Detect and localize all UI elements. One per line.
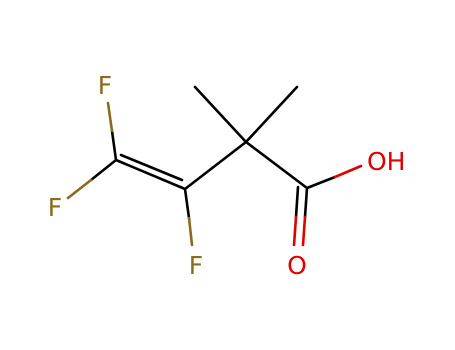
bond-cf-bottom-fluorine-half	[187, 216, 194, 247]
fluorine-label-left: F	[48, 193, 62, 222]
atom-labels: F F F OH O	[48, 71, 406, 280]
bond-cf-left-fluorine-half	[66, 178, 93, 200]
bond-cf-top-fluorine-half	[106, 101, 114, 133]
fluorine-label-top: F	[98, 71, 112, 100]
bond-methyl-right	[244, 85, 299, 144]
bond-cf-left-carbon-half	[89, 158, 118, 182]
bond-co-hydroxyl-carbon-half	[305, 175, 337, 190]
bond-co-double-a-oxygen-half	[301, 215, 307, 247]
carbonyl-oxygen-label: O	[287, 251, 307, 280]
bond-cf-bottom-carbon-half	[183, 187, 191, 220]
bond-cf-top-carbon-half	[110, 129, 118, 162]
bond-alkene-double-inner	[119, 153, 184, 182]
bond-co-double-b-oxygen-half	[292, 215, 298, 247]
fluorine-bonds	[66, 101, 194, 247]
bond-methyl-left	[193, 85, 248, 144]
bond-alkene-double-outer	[114, 158, 187, 191]
fluorine-label-bottom: F	[189, 251, 203, 280]
carbon-bonds	[114, 85, 309, 191]
bond-quaternary-to-alkene	[183, 140, 248, 191]
bond-quaternary-to-carboxyl	[244, 140, 309, 190]
hydroxyl-label: OH	[367, 147, 405, 176]
oxygen-bonds	[292, 164, 363, 247]
bond-co-double-b-carbon-half	[294, 185, 300, 219]
bond-co-double-a-carbon-half	[303, 186, 309, 219]
bond-co-hydroxyl-oxygen-half	[333, 164, 363, 179]
